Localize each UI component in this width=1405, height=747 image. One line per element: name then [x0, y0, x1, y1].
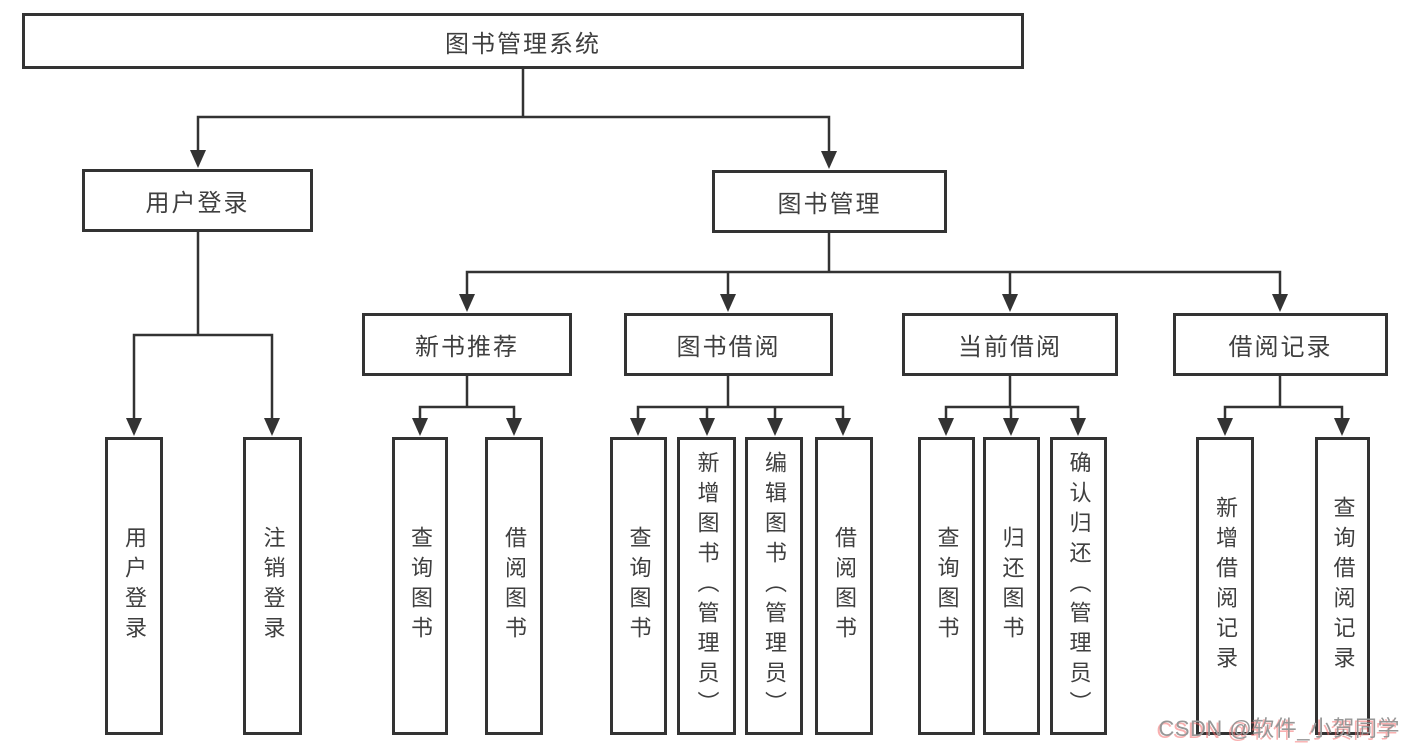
arrow-icon — [506, 418, 522, 436]
leaf-logout: 注销登录 — [243, 437, 302, 735]
leaf-label: 新增借阅记录 — [1213, 496, 1238, 676]
arrow-icon — [1002, 294, 1018, 312]
leaf-borrow-books-recommend: 借阅图书 — [485, 437, 543, 735]
node-borrow-records: 借阅记录 — [1173, 313, 1388, 376]
leaf-label: 用户登录 — [122, 526, 147, 646]
leaf-query-books-borrow: 查询图书 — [610, 437, 667, 735]
leaf-label: 新增图书（管理员） — [694, 451, 720, 721]
arrow-icon — [412, 418, 428, 436]
leaf-add-borrow-record: 新增借阅记录 — [1196, 437, 1254, 735]
leaf-return-book: 归还图书 — [983, 437, 1040, 735]
leaf-confirm-return-admin: 确认归还（管理员） — [1050, 437, 1107, 735]
arrow-icon — [1334, 418, 1350, 436]
arrow-icon — [459, 294, 475, 312]
root-node-library-system: 图书管理系统 — [22, 13, 1024, 69]
node-book-borrow: 图书借阅 — [624, 313, 833, 376]
leaf-label: 确认归还（管理员） — [1066, 451, 1092, 721]
arrow-icon — [720, 294, 736, 312]
arrow-icon — [264, 418, 280, 436]
arrow-icon — [1070, 418, 1086, 436]
arrow-icon — [938, 418, 954, 436]
arrow-icon — [767, 418, 783, 436]
leaf-label: 查询图书 — [408, 526, 433, 646]
leaf-query-books-current: 查询图书 — [918, 437, 975, 735]
leaf-borrow-books: 借阅图书 — [815, 437, 873, 735]
leaf-label: 查询图书 — [934, 526, 960, 646]
leaf-query-borrow-record: 查询借阅记录 — [1315, 437, 1370, 735]
arrow-icon — [190, 150, 206, 168]
leaf-label: 归还图书 — [999, 526, 1025, 646]
arrowheads — [126, 150, 1350, 436]
leaf-label: 编辑图书（管理员） — [762, 451, 787, 721]
tree-edges — [132, 67, 1344, 423]
arrow-icon — [126, 418, 142, 436]
leaf-label: 借阅图书 — [832, 526, 857, 646]
arrow-icon — [1003, 418, 1019, 436]
arrow-icon — [1272, 294, 1288, 312]
node-current-borrow: 当前借阅 — [902, 313, 1118, 376]
node-new-book-recommend: 新书推荐 — [362, 313, 572, 376]
leaf-edit-book-admin: 编辑图书（管理员） — [745, 437, 803, 735]
leaf-query-books-recommend: 查询图书 — [392, 437, 448, 735]
leaf-label: 查询图书 — [626, 526, 652, 646]
arrow-icon — [821, 151, 837, 169]
arrow-icon — [835, 418, 851, 436]
arrow-icon — [699, 418, 715, 436]
leaf-label: 注销登录 — [260, 526, 286, 646]
arrow-icon — [1217, 418, 1233, 436]
leaf-add-book-admin: 新增图书（管理员） — [677, 437, 736, 735]
node-book-management: 图书管理 — [712, 170, 947, 233]
leaf-user-login: 用户登录 — [105, 437, 163, 735]
leaf-label: 查询借阅记录 — [1330, 496, 1356, 676]
leaf-label: 借阅图书 — [502, 526, 527, 646]
node-user-login: 用户登录 — [82, 169, 313, 232]
arrow-icon — [630, 418, 646, 436]
